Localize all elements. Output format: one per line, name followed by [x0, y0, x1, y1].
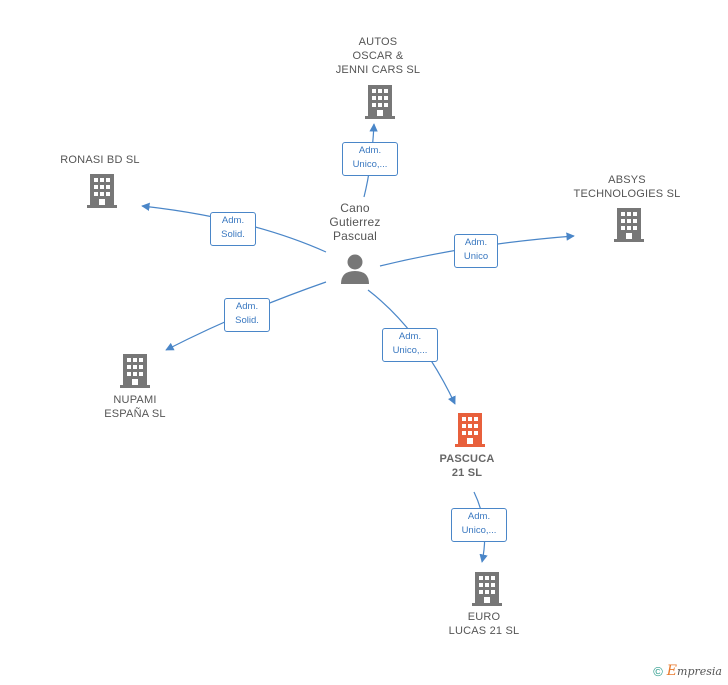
copyright-icon: ©: [653, 663, 663, 679]
node-label-person[interactable]: Cano Gutierrez Pascual: [329, 201, 381, 243]
edge-label-ronasi[interactable]: Adm. Solid.: [210, 212, 256, 246]
node-label-nupami[interactable]: NUPAMI ESPAÑA SL: [104, 394, 166, 420]
node-label-euro[interactable]: EURO LUCAS 21 SL: [448, 611, 520, 637]
building-icon-euro: [472, 572, 502, 606]
person-icon: [341, 254, 369, 284]
node-label-autos[interactable]: AUTOS OSCAR & JENNI CARS SL: [335, 36, 421, 76]
building-icon-autos: [365, 85, 395, 119]
node-label-pascuca[interactable]: PASCUCA 21 SL: [439, 453, 495, 479]
brand-logo: Empresia: [666, 663, 722, 679]
building-icon-ronasi: [87, 174, 117, 208]
edge-label-pascuca[interactable]: Adm. Unico,...: [382, 328, 438, 362]
building-icon-pascuca: [455, 413, 485, 447]
building-icon-nupami: [120, 354, 150, 388]
edge-label-autos[interactable]: Adm. Unico,...: [342, 142, 398, 176]
node-label-ronasi[interactable]: RONASI BD SL: [60, 154, 140, 166]
edge-label-euro[interactable]: Adm. Unico,...: [451, 508, 507, 542]
node-label-absys[interactable]: ABSYS TECHNOLOGIES SL: [573, 174, 681, 200]
building-icon-absys: [614, 208, 644, 242]
footer-brand: © Empresia: [653, 663, 722, 679]
edge-label-nupami[interactable]: Adm. Solid.: [224, 298, 270, 332]
edge-label-absys[interactable]: Adm. Unico: [454, 234, 498, 268]
